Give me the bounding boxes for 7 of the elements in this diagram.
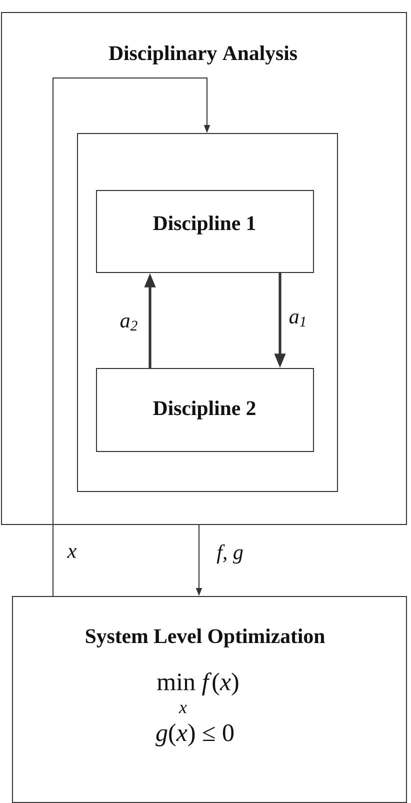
formula: min f(x) x g(x) ≤ 0 — [156, 672, 238, 746]
edge-label: a$_{2}$ — [118, 316, 140, 332]
process-box: Discipline 2 — [96, 368, 314, 452]
edge-label: a$_{1}$ — [288, 312, 308, 328]
edge-label: f, g — [216, 543, 244, 565]
process-box: Discipline 1 — [96, 190, 314, 273]
group-box — [77, 133, 338, 492]
